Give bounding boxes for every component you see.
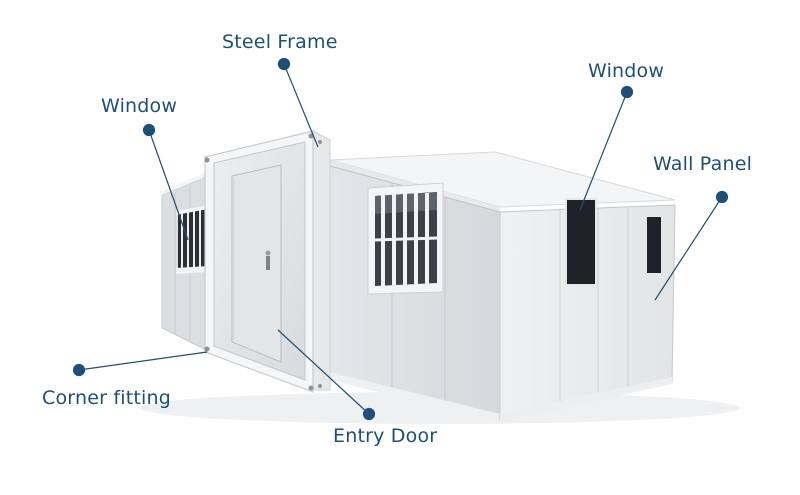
entry-door-dot [362,407,376,421]
front-window [367,182,444,295]
right-wing [329,151,676,422]
label-window-left: Window [101,95,178,117]
label-entry-door: Entry Door [333,425,438,447]
door-handle [266,256,270,270]
corner-fitting [204,346,210,352]
label-window-right: Window [588,60,665,82]
entry-door [231,164,282,363]
left-wing [160,170,212,353]
corner-fitting-dot [72,363,86,377]
label-steel-frame: Steel Frame [222,31,338,53]
left-window [176,205,208,274]
window-left-dot [142,123,156,137]
side-window [565,198,597,286]
label-wall-panel: Wall Panel [653,153,753,175]
label-corner-fitting: Corner fitting [42,387,171,409]
window-right-dot [620,85,634,99]
core-module [203,130,332,393]
side-window-small [645,215,663,275]
callout-leaders [72,57,729,421]
steel-frame-dot [277,57,291,71]
wall-panel-dot [715,190,729,204]
